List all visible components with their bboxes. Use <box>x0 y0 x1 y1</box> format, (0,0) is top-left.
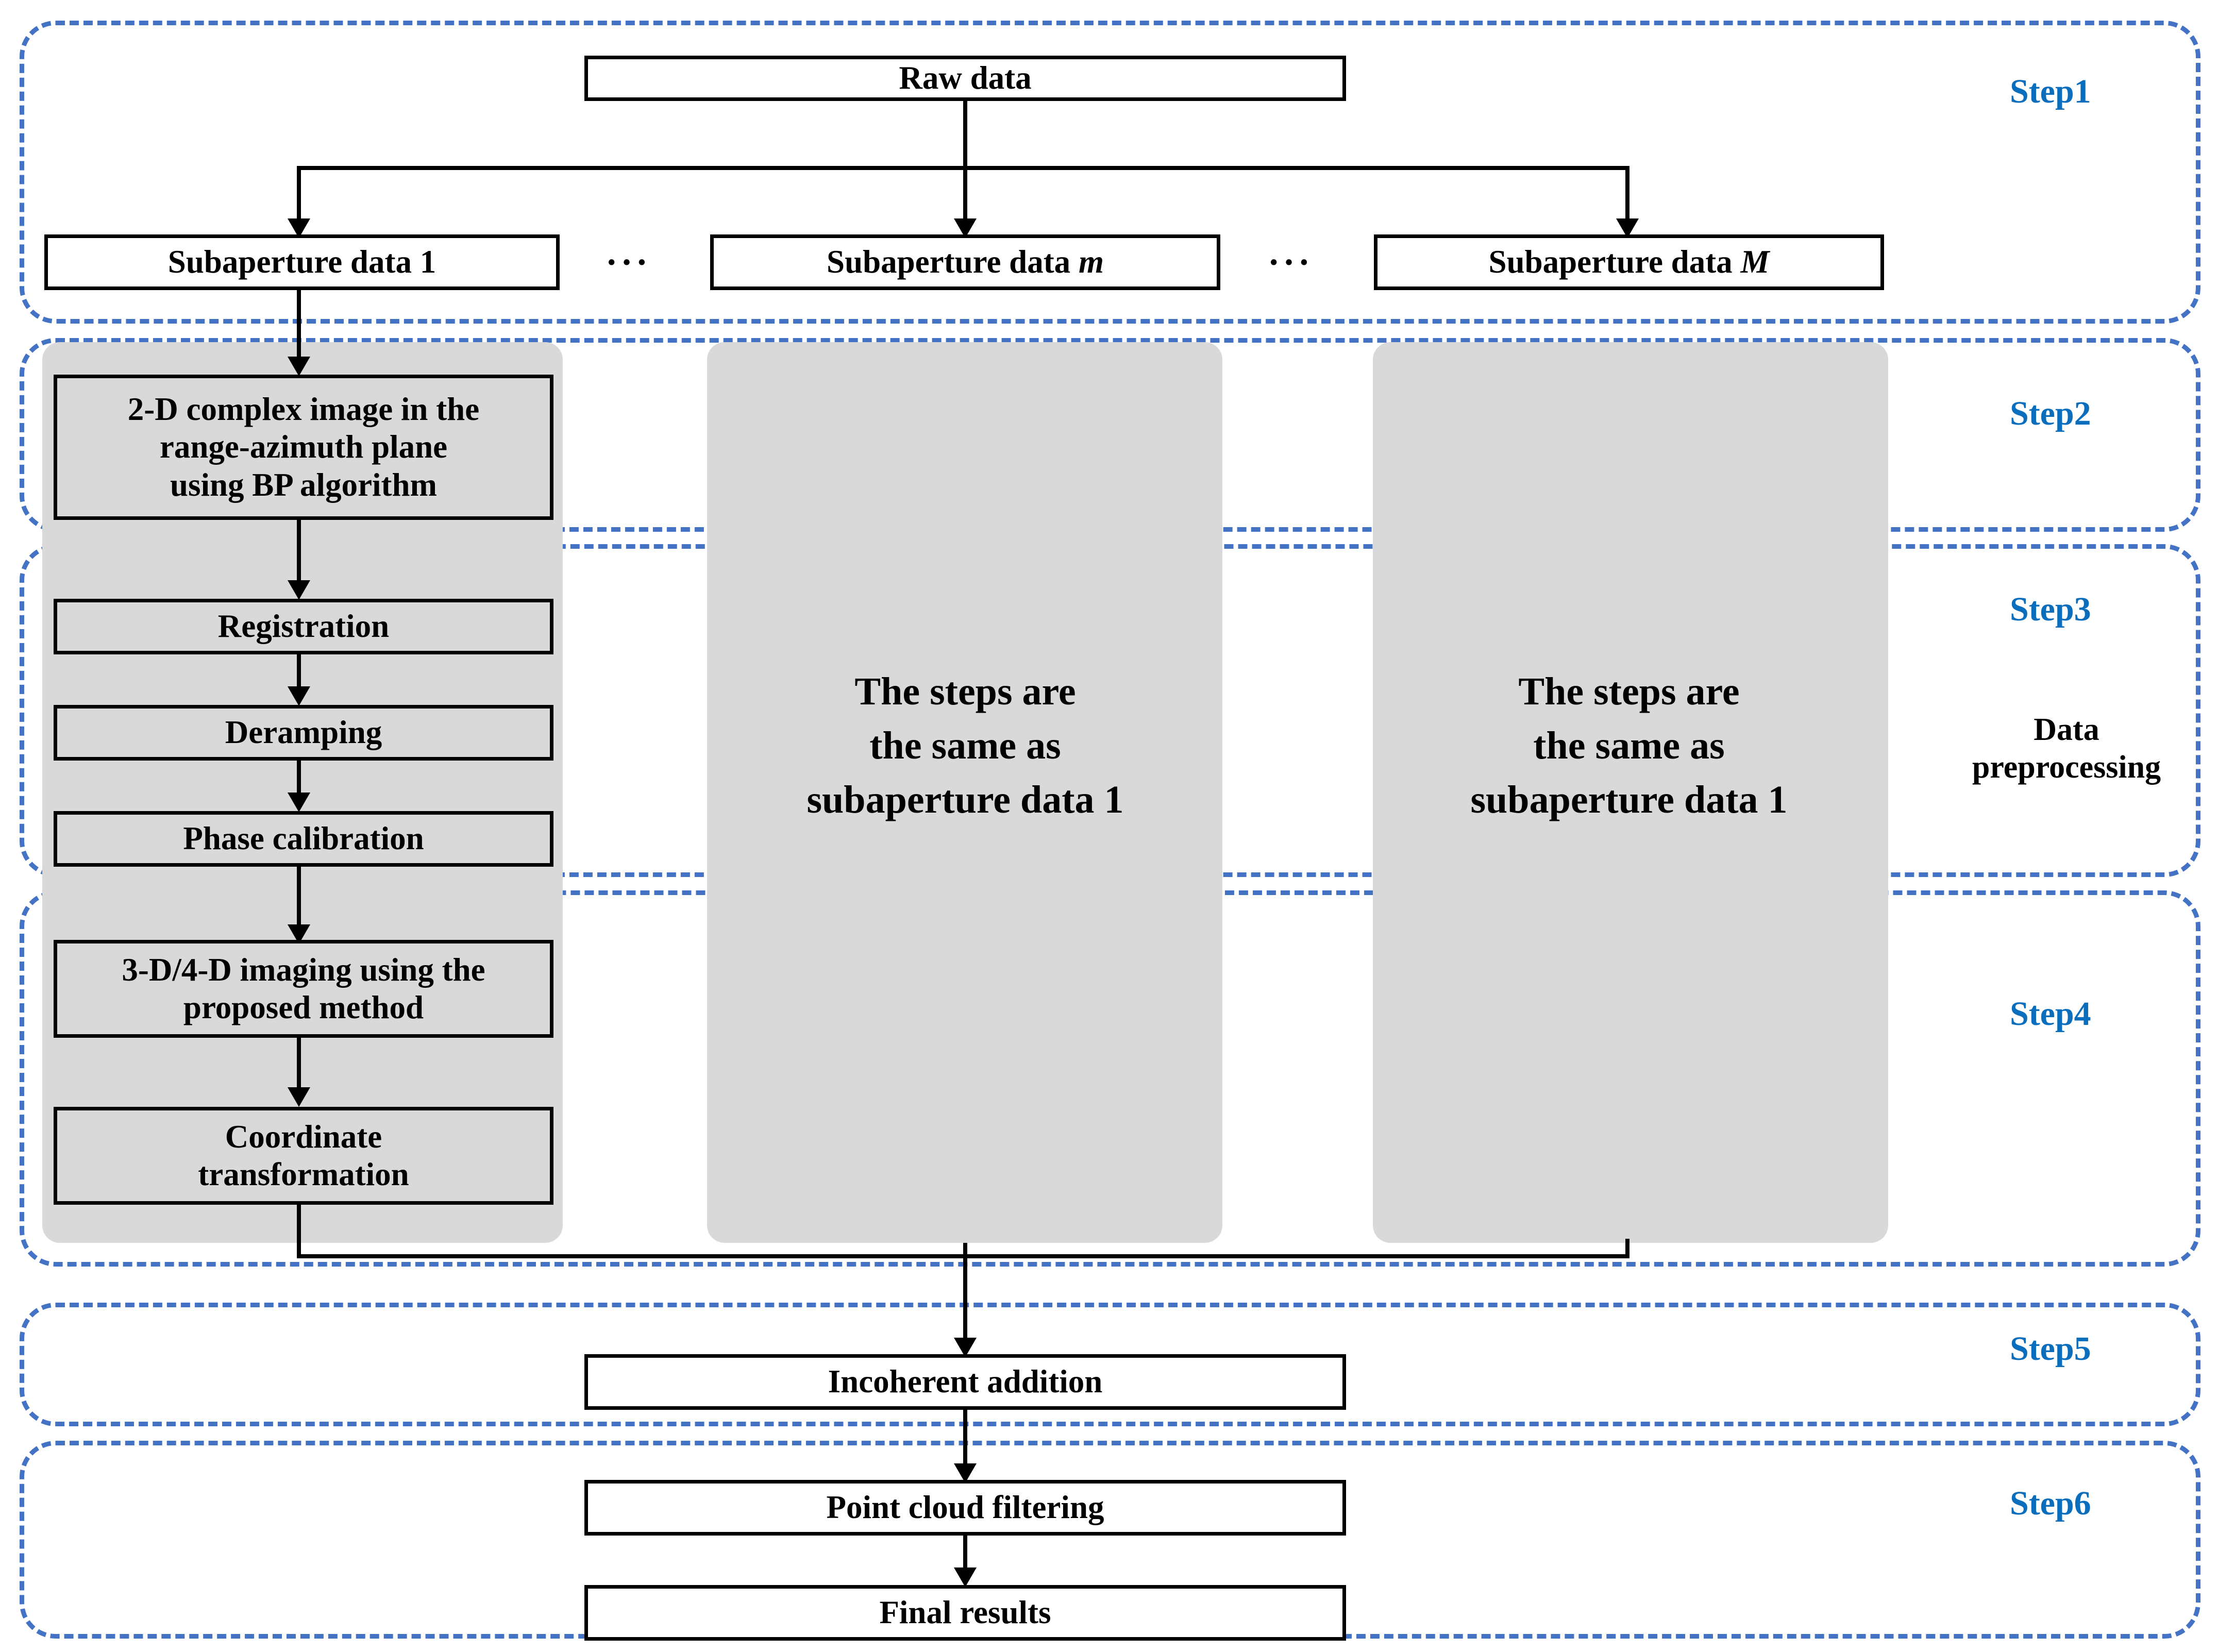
connector-incoherent-to-filtering <box>963 1410 967 1468</box>
box-incoherent-addition: Incoherent addition <box>584 1354 1346 1410</box>
ellipsis-right: ··· <box>1268 243 1314 282</box>
label-step3: Step3 <box>2010 591 2091 628</box>
box-2d-complex-image: 2-D complex image in the range-azimuth p… <box>54 375 553 520</box>
label-step6: Step6 <box>2010 1485 2091 1522</box>
box-3d-4d-imaging: 3-D/4-D imaging using the proposed metho… <box>54 940 553 1038</box>
box-subaperture-data-1: Subaperture data 1 <box>44 234 560 290</box>
box-subaperture-data-M: Subaperture data M <box>1374 234 1884 290</box>
box-coordinate-transformation-label: Coordinate transformation <box>198 1118 409 1192</box>
connector-merge-right-stem <box>1625 1239 1629 1257</box>
arrowhead-deramping-to-phase <box>288 793 310 812</box>
connector-split-right <box>1625 166 1629 222</box>
box-coordinate-transformation: Coordinate transformation <box>54 1107 553 1205</box>
label-step2: Step2 <box>2010 395 2091 432</box>
box-subaperture-data-m-label: Subaperture data m <box>827 244 1104 280</box>
connector-split-left <box>297 166 301 222</box>
band-subaperture-M <box>1373 342 1888 1243</box>
label-step1: Step1 <box>2010 73 2091 110</box>
connector-phase-to-imaging <box>297 867 301 930</box>
note-same-as-subaperture-m: The steps are the same as subaperture da… <box>806 670 1124 821</box>
note-same-as-subaperture-M: The steps are the same as subaperture da… <box>1470 670 1788 821</box>
arrowhead-imaging-to-coordinate <box>288 1087 310 1107</box>
box-phase-calibration: Phase calibration <box>54 811 553 867</box>
label-step4: Step4 <box>2010 995 2091 1033</box>
arrowhead-filtering-to-final <box>954 1567 977 1587</box>
connector-filtering-to-final <box>963 1536 967 1573</box>
arrowhead-sub1-to-2d <box>288 357 310 376</box>
connector-deramping-to-phase <box>297 761 301 798</box>
connector-merge-left-stem <box>297 1205 301 1256</box>
arrowhead-2d-to-registration <box>288 580 310 600</box>
connector-merge-mid-stem <box>963 1243 967 1257</box>
label-step5: Step5 <box>2010 1330 2091 1368</box>
box-subaperture-data-M-label: Subaperture data M <box>1488 244 1770 280</box>
box-point-cloud-filtering: Point cloud filtering <box>584 1480 1346 1536</box>
region-step5 <box>20 1303 2200 1426</box>
box-2d-complex-image-label: 2-D complex image in the range-azimuth p… <box>127 391 480 503</box>
connector-merge-to-incoherent <box>963 1254 967 1342</box>
arrowhead-incoherent-to-filtering <box>954 1463 977 1483</box>
box-raw-data: Raw data <box>584 56 1346 101</box>
ellipsis-left: ··· <box>606 243 651 282</box>
box-deramping: Deramping <box>54 705 553 761</box>
box-registration: Registration <box>54 599 553 654</box>
arrowhead-registration-to-deramping <box>288 686 310 706</box>
connector-split-mid <box>963 166 967 222</box>
connector-registration-to-deramping <box>297 654 301 692</box>
box-subaperture-data-m: Subaperture data m <box>710 234 1220 290</box>
connector-raw-to-split <box>963 101 967 168</box>
label-data-preprocessing: Data preprocessing <box>1972 712 2161 785</box>
box-final-results: Final results <box>584 1585 1346 1641</box>
box-3d-4d-imaging-label: 3-D/4-D imaging using the proposed metho… <box>122 951 485 1025</box>
arrowhead-merge-to-incoherent <box>954 1338 977 1357</box>
connector-imaging-to-coordinate <box>297 1038 301 1092</box>
connector-sub1-to-2d <box>297 290 301 362</box>
band-subaperture-m <box>707 342 1222 1243</box>
connector-2d-to-registration <box>297 520 301 586</box>
region-step1 <box>20 21 2200 324</box>
